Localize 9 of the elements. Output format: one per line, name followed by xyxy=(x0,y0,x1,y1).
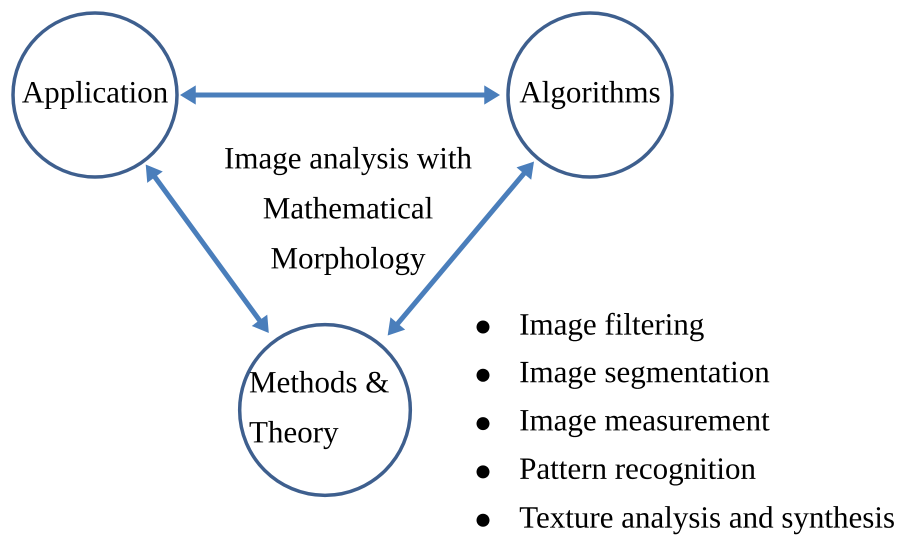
list-item: Pattern recognition xyxy=(520,458,756,486)
list-item: Texture analysis and synthesis xyxy=(520,506,894,534)
list-item: Image filtering xyxy=(520,312,704,342)
list-item: Image measurement xyxy=(520,410,770,438)
circle-node: Application xyxy=(11,11,179,179)
list-item: Image segmentation xyxy=(520,362,770,389)
center-text: Image analysis with Mathematical Morphology xyxy=(225,146,472,276)
circle-node: Methods & Theory xyxy=(238,322,412,498)
circle-node: Algorithms xyxy=(506,11,674,179)
